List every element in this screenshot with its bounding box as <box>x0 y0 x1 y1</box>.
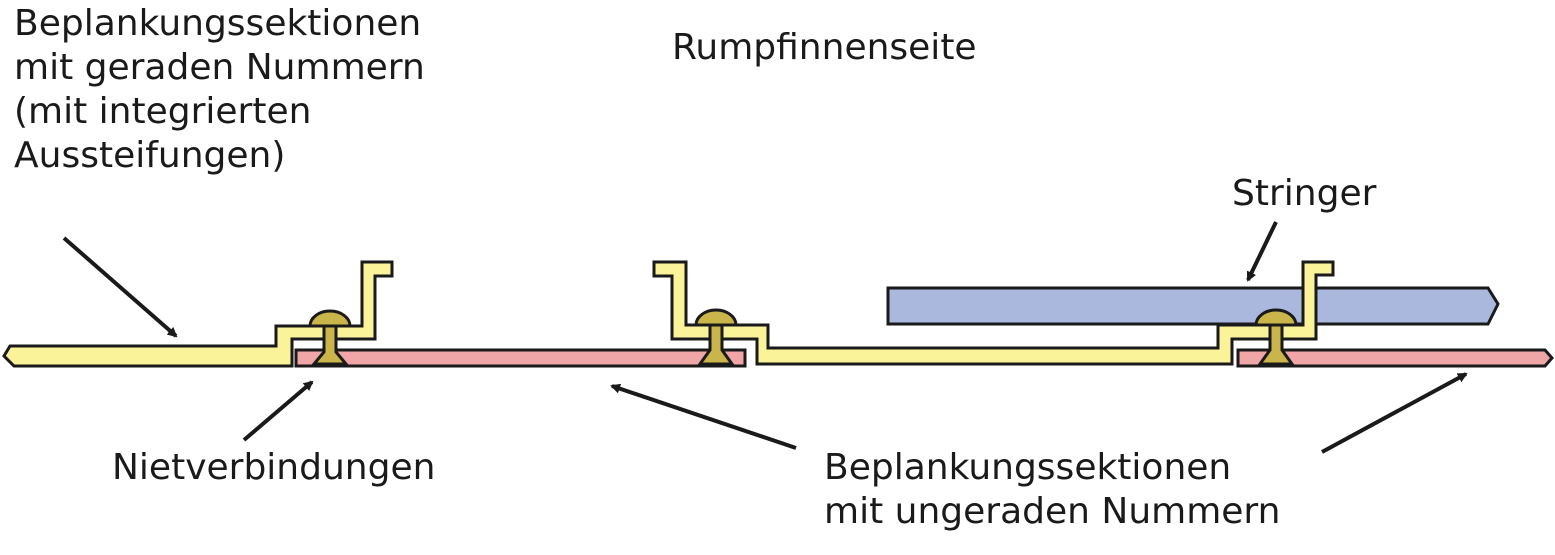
even-skin-section-2 <box>652 260 1335 366</box>
rivet-1 <box>308 309 352 366</box>
label-even-sections: Beplankungssektionen mit geraden Nummern… <box>14 2 425 178</box>
stringer-bar <box>886 286 1500 326</box>
label-even-line-3: (mit integrierten <box>14 91 312 132</box>
arrow-odd-section-1 <box>610 383 797 450</box>
odd-skin-section-1 <box>294 348 747 368</box>
arrow-odd-section-2 <box>1321 372 1468 454</box>
label-odd-line-2: mit ungeraden Nummern <box>824 491 1281 532</box>
label-odd-sections: Beplankungssektionen mit ungeraden Numme… <box>824 446 1280 534</box>
label-even-line-1: Beplankungssektionen <box>14 3 422 44</box>
label-even-line-2: mit geraden Nummern <box>14 47 425 88</box>
label-stringer: Stringer <box>1232 173 1377 214</box>
label-inner-side: Rumpfinnenseite <box>672 27 977 68</box>
odd-skin-section-2 <box>1236 348 1554 368</box>
label-even-line-4: Aussteifungen) <box>14 135 286 176</box>
label-odd-line-1: Beplankungssektionen <box>824 447 1232 488</box>
even-skin-section-1 <box>2 260 394 368</box>
rivet-2 <box>694 308 738 366</box>
label-rivets: Nietverbindungen <box>112 447 436 488</box>
arrow-stringer <box>1246 221 1278 282</box>
arrow-rivets <box>242 380 314 442</box>
rivet-3 <box>1254 308 1298 366</box>
arrow-even-sections <box>62 236 178 338</box>
